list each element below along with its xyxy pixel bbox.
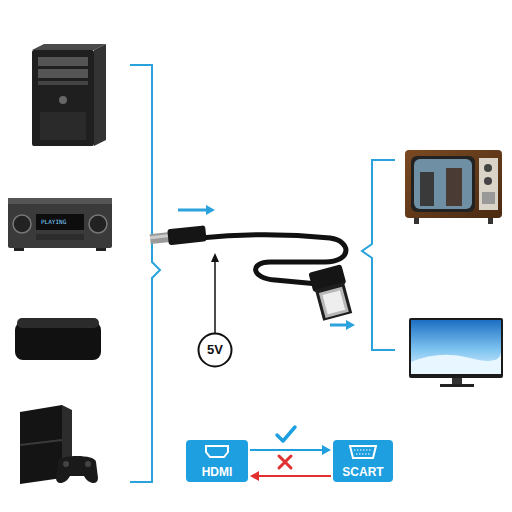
connector-box: SCART — [333, 440, 393, 482]
av-receiver — [8, 198, 112, 251]
power-leader — [211, 253, 219, 333]
connector-box: HDMI — [186, 440, 248, 482]
hdmi-scart-cable — [149, 225, 354, 321]
media-box — [15, 318, 101, 360]
source-bracket — [130, 65, 160, 482]
cross-mark — [279, 456, 291, 468]
flow-arrow — [178, 205, 355, 330]
node-label: HDMI — [202, 466, 233, 479]
pc-tower — [32, 44, 106, 146]
direction-arrow — [250, 471, 331, 481]
crt-tv — [405, 150, 502, 224]
node-label: SCART — [342, 466, 383, 479]
scart-icon — [350, 446, 376, 458]
display-bracket — [362, 160, 395, 350]
voltage-circle: 5V — [197, 332, 233, 368]
direction-arrow — [250, 445, 331, 455]
check-mark — [277, 427, 295, 441]
hdmi-icon — [206, 446, 228, 457]
game-console — [20, 405, 98, 484]
flat-tv — [409, 318, 503, 387]
display-text: PLAYING — [41, 218, 66, 225]
node-label: 5V — [207, 343, 223, 357]
